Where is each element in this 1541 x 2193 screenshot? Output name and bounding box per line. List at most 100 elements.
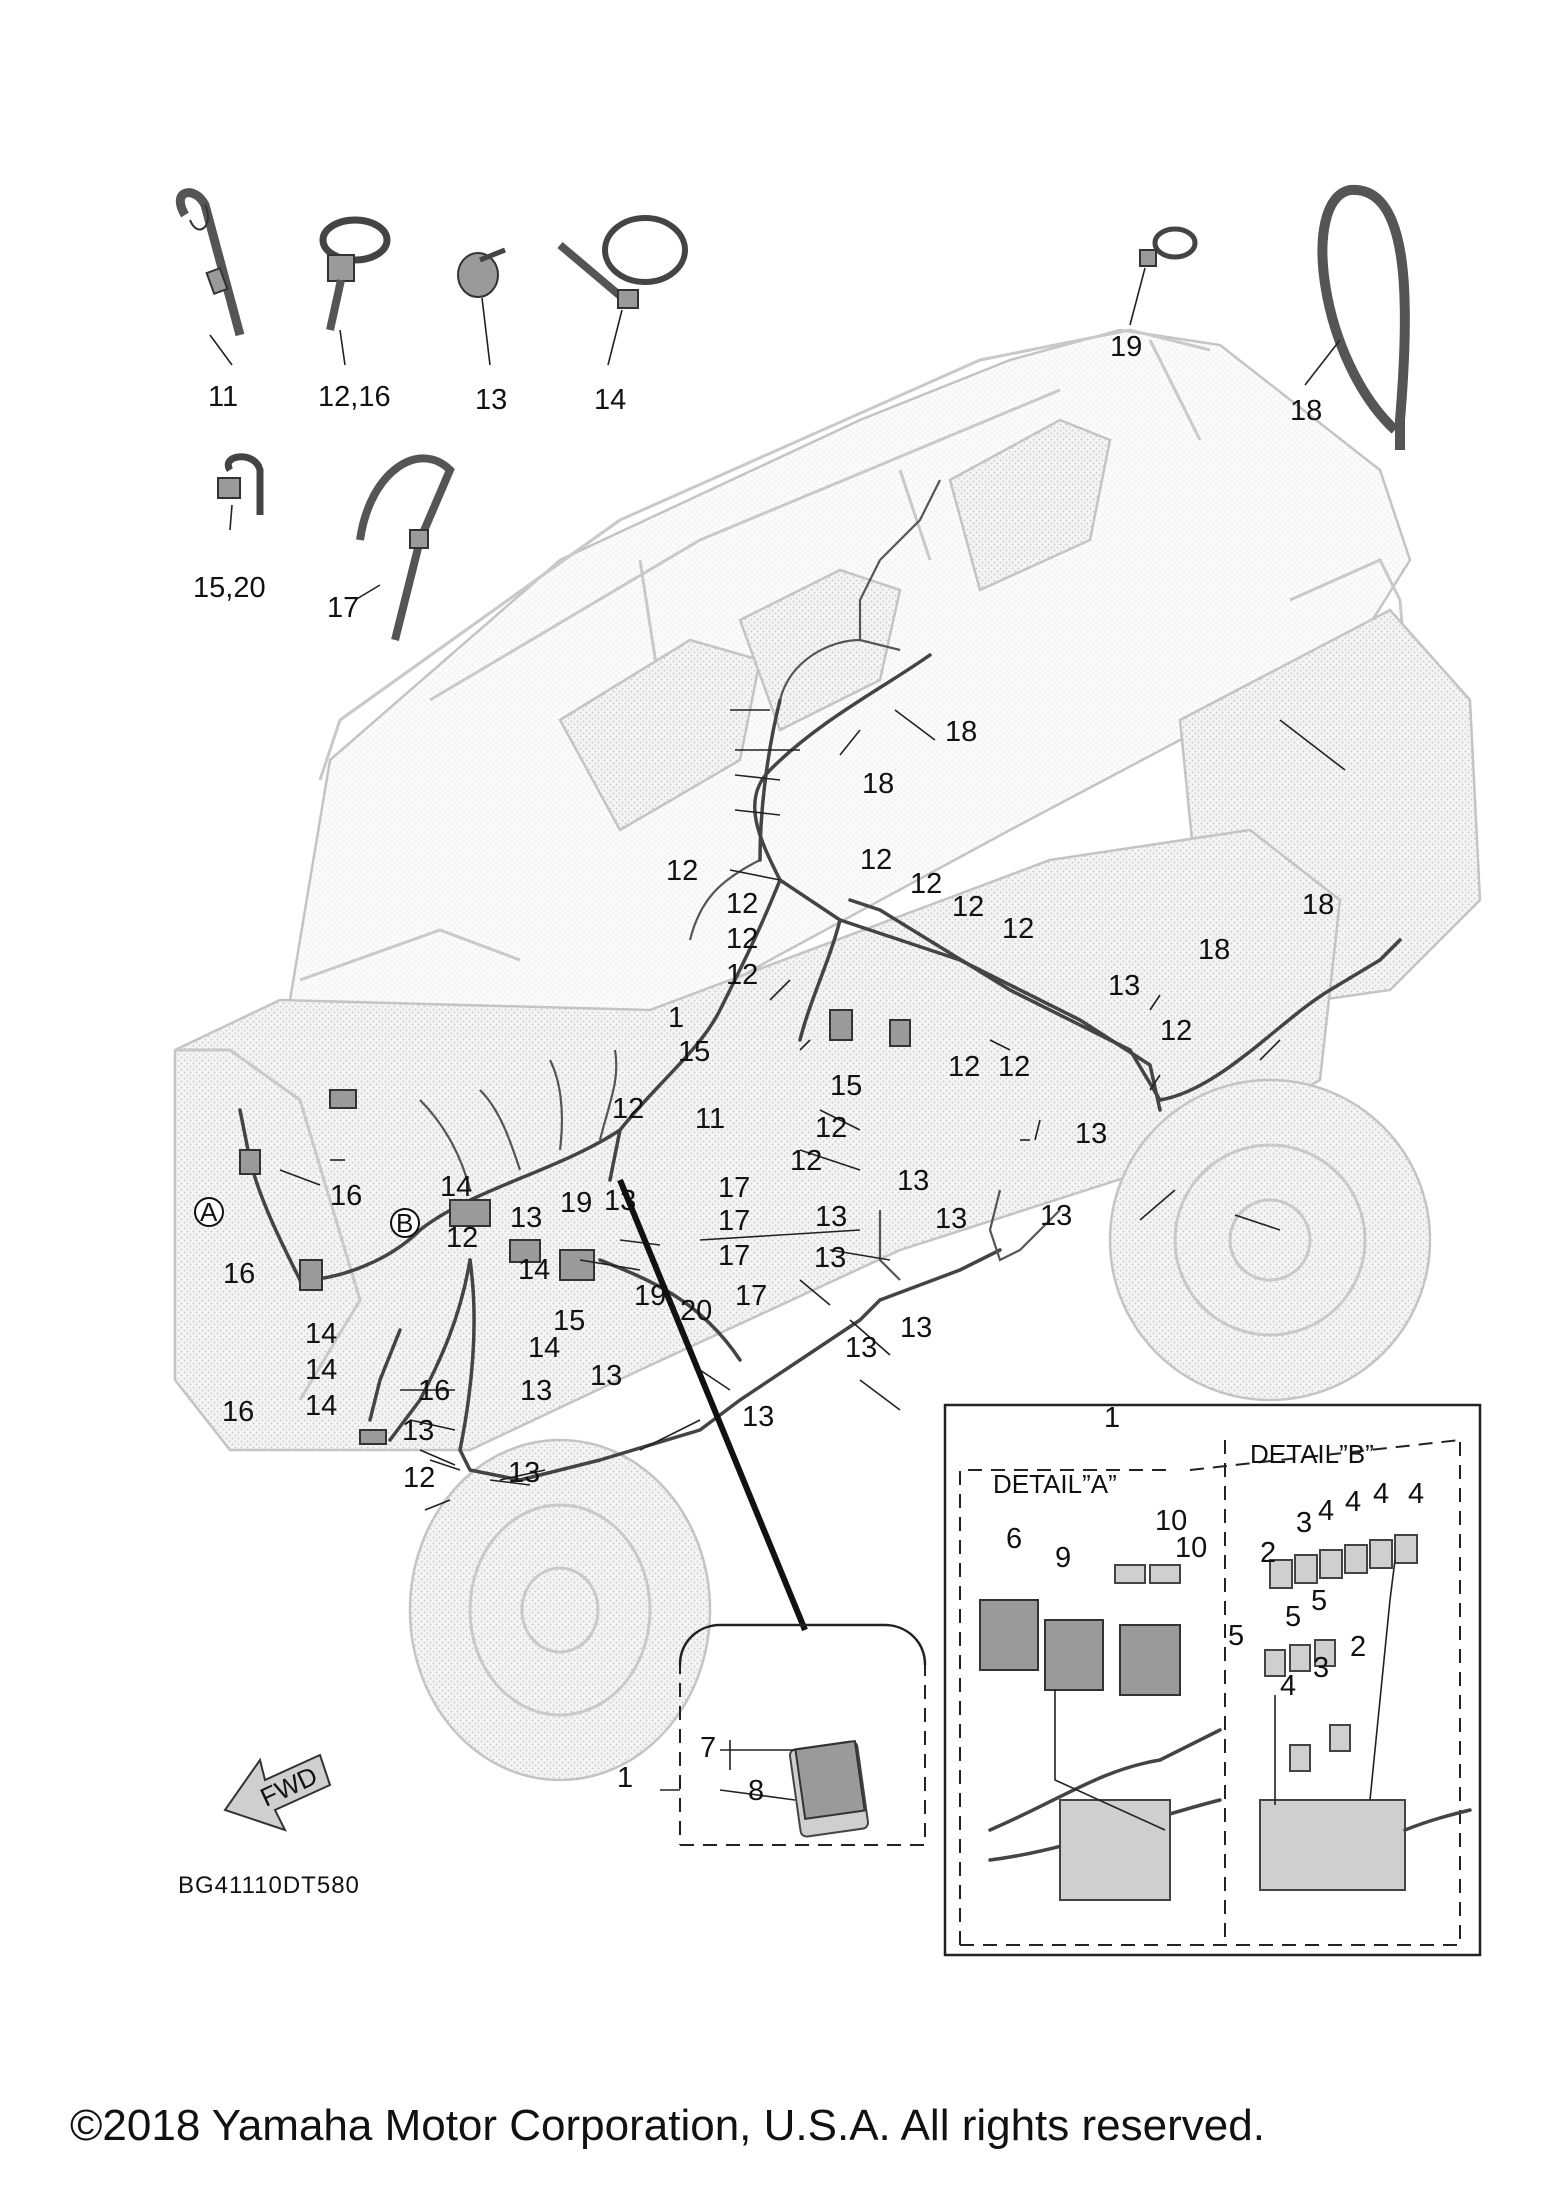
parts-leaders xyxy=(209,267,1341,601)
callout-12-m: 12 xyxy=(815,1112,847,1144)
callout-3-a: 3 xyxy=(1296,1507,1312,1539)
callout-13-i: 13 xyxy=(814,1242,846,1274)
callout-13-m: 13 xyxy=(590,1360,622,1392)
callout-13-p: 13 xyxy=(508,1457,540,1489)
part-tie-11 xyxy=(175,188,245,337)
callout-12-j: 12 xyxy=(948,1051,980,1083)
callout-2-a: 2 xyxy=(1260,1537,1276,1569)
callout-13-n: 13 xyxy=(742,1401,774,1433)
callout-16-b: 16 xyxy=(223,1258,255,1290)
callout-10-b: 10 xyxy=(1175,1532,1207,1564)
callout-17-a: 17 xyxy=(718,1172,750,1204)
callout-1-inset: 1 xyxy=(617,1762,633,1794)
callout-15-b: 15 xyxy=(830,1070,862,1102)
copyright-notice: ©2018 Yamaha Motor Corporation, U.S.A. A… xyxy=(70,2101,1265,2150)
part-tie-17 xyxy=(356,454,455,641)
callout-18-c: 18 xyxy=(1302,889,1334,921)
harness-callout-labels: 18 18 12 12 12 12 12 12 12 12 18 18 1 15… xyxy=(222,716,1334,1494)
callout-12-l: 12 xyxy=(612,1093,644,1125)
label-15-20: 15,20 xyxy=(193,572,266,604)
callout-1-detail: 1 xyxy=(1104,1402,1120,1434)
callout-12-k: 12 xyxy=(998,1051,1030,1083)
part-tie-18 xyxy=(1317,184,1410,450)
callout-20: 20 xyxy=(680,1295,712,1327)
callout-13-b: 13 xyxy=(1075,1118,1107,1150)
callout-13-d: 13 xyxy=(897,1165,929,1197)
callout-19-b: 19 xyxy=(634,1280,666,1312)
callout-16-d: 16 xyxy=(222,1396,254,1428)
callout-4-c: 4 xyxy=(1373,1478,1389,1510)
harness-leaders xyxy=(279,709,1346,1632)
callout-12-f: 12 xyxy=(1002,913,1034,945)
callout-13-k: 13 xyxy=(845,1332,877,1364)
callout-12-b: 12 xyxy=(860,844,892,876)
label-19: 19 xyxy=(1110,331,1142,363)
callout-5-b: 5 xyxy=(1311,1585,1327,1617)
callout-13-l: 13 xyxy=(520,1375,552,1407)
detail-a-title: DETAIL”A” xyxy=(993,1469,1117,1499)
fuse-row-top xyxy=(1269,1534,1418,1589)
callout-19-a: 19 xyxy=(560,1187,592,1219)
inset-relay-labels: 1 7 8 xyxy=(617,1732,764,1807)
callout-12-c: 12 xyxy=(910,868,942,900)
callout-14-f: 14 xyxy=(305,1390,337,1422)
label-12-16: 12,16 xyxy=(318,381,391,413)
callout-17-b: 17 xyxy=(718,1205,750,1237)
marker-b: B xyxy=(390,1208,420,1238)
callout-12-g: 12 xyxy=(726,923,758,955)
callout-15-a: 15 xyxy=(678,1036,710,1068)
part-clamp-19 xyxy=(1139,226,1198,267)
fwd-arrow xyxy=(223,1753,332,1832)
callout-17-c: 17 xyxy=(718,1240,750,1272)
callout-12-p: 12 xyxy=(403,1462,435,1494)
label-13: 13 xyxy=(475,384,507,416)
callout-3-b: 3 xyxy=(1313,1652,1329,1684)
callout-12-a: 12 xyxy=(666,855,698,887)
callout-13-g: 13 xyxy=(935,1203,967,1235)
callout-2-b: 2 xyxy=(1350,1631,1366,1663)
label-17: 17 xyxy=(327,592,359,624)
part-tie-14 xyxy=(557,215,688,309)
callout-7: 7 xyxy=(700,1732,716,1764)
part-clamp-15-20 xyxy=(217,453,264,515)
detail-inset-relay xyxy=(660,1623,927,1846)
callout-13-o: 13 xyxy=(402,1415,434,1447)
callout-14-a: 14 xyxy=(440,1171,472,1203)
callout-15-c: 15 xyxy=(553,1305,585,1337)
callout-18-b: 18 xyxy=(862,768,894,800)
callout-13-f: 13 xyxy=(815,1201,847,1233)
part-clamp-13 xyxy=(457,247,506,298)
label-14: 14 xyxy=(594,384,626,416)
callout-12-d: 12 xyxy=(726,888,758,920)
label-11: 11 xyxy=(208,381,238,413)
callout-13-h: 13 xyxy=(1040,1200,1072,1232)
callout-4-a: 4 xyxy=(1318,1495,1334,1527)
callout-5-c: 5 xyxy=(1228,1620,1244,1652)
callout-1: 1 xyxy=(668,1002,684,1034)
callout-17-d: 17 xyxy=(735,1280,767,1312)
callout-9: 9 xyxy=(1055,1542,1071,1574)
callout-14-b: 14 xyxy=(518,1254,550,1286)
marker-a: A xyxy=(194,1197,224,1227)
callout-18-d: 18 xyxy=(1198,934,1230,966)
callout-12-n: 12 xyxy=(790,1145,822,1177)
part-clamp-12-16 xyxy=(319,216,391,331)
callout-12-o: 12 xyxy=(446,1222,478,1254)
callout-16-a: 16 xyxy=(330,1180,362,1212)
callout-8: 8 xyxy=(748,1775,764,1807)
callout-5-a: 5 xyxy=(1285,1601,1301,1633)
svg-text:B: B xyxy=(396,1208,413,1238)
callout-13-a: 13 xyxy=(1108,970,1140,1002)
callout-4-e: 4 xyxy=(1280,1670,1296,1702)
callout-14-c: 14 xyxy=(305,1318,337,1350)
callout-18-a: 18 xyxy=(945,716,977,748)
parts-row-labels: 11 12,16 13 14 19 18 15,20 17 xyxy=(193,331,1322,624)
callout-13-c: 13 xyxy=(604,1185,636,1217)
detail-b-title: DETAIL”B” xyxy=(1250,1439,1374,1469)
callout-16-c: 16 xyxy=(418,1375,450,1407)
callout-12-e: 12 xyxy=(952,891,984,923)
callout-4-b: 4 xyxy=(1345,1486,1361,1518)
detail-a-b-panel xyxy=(943,1403,1482,1957)
callout-6: 6 xyxy=(1006,1523,1022,1555)
diagram-code: BG41110DT580 xyxy=(178,1872,360,1899)
